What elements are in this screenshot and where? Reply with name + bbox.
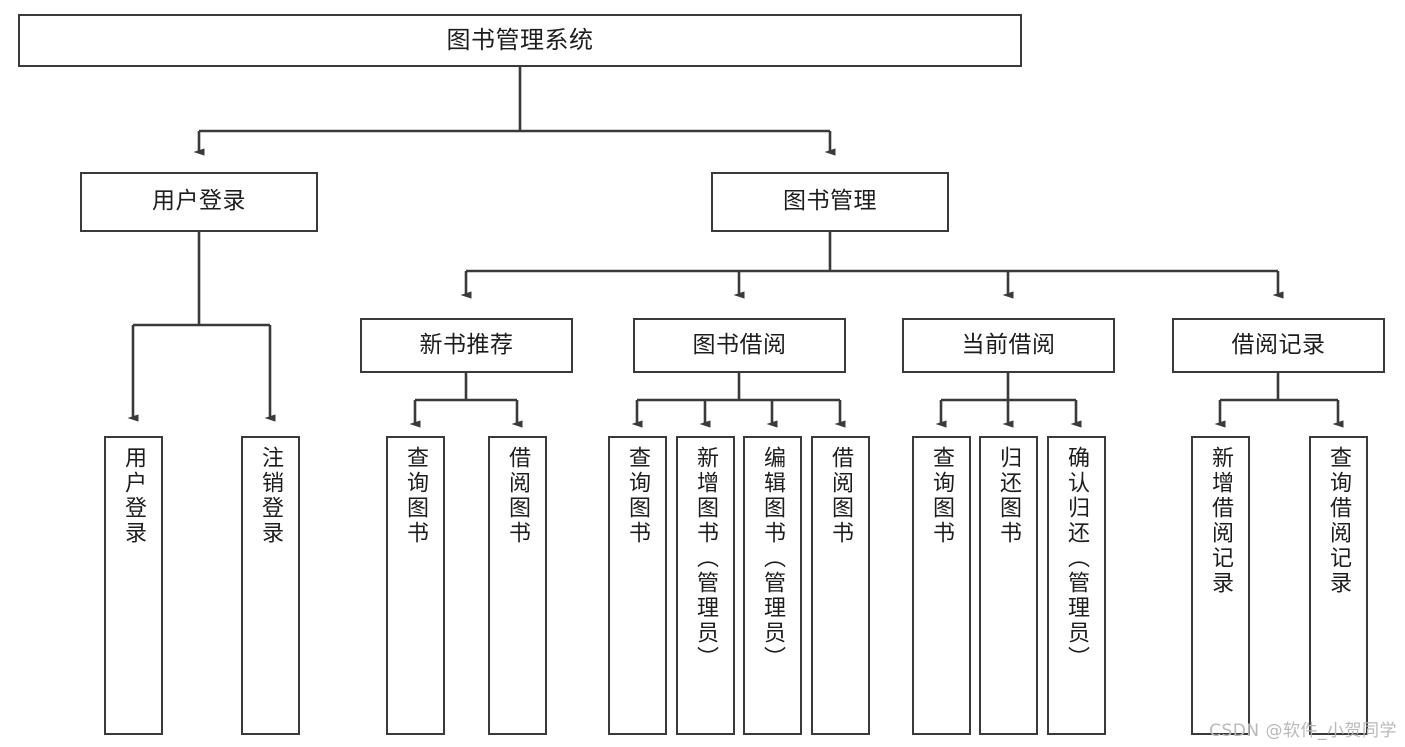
node-leaf-query-books-current[interactable]: 查询图书	[912, 436, 971, 735]
node-leaf-logout[interactable]: 注销登录	[241, 436, 300, 735]
node-label: 用户登录	[121, 446, 147, 546]
node-label: 查询图书	[929, 446, 955, 546]
node-label: 查询图书	[403, 446, 429, 546]
node-label: 确认归还（管理员）	[1064, 446, 1090, 671]
node-label: 新增借阅记录	[1208, 446, 1234, 596]
node-label: 当前借阅	[961, 331, 1056, 358]
node-leaf-user-login[interactable]: 用户登录	[104, 436, 163, 735]
node-label: 新书推荐	[419, 331, 514, 358]
node-leaf-borrow-books-newbook[interactable]: 借阅图书	[488, 436, 547, 735]
node-leaf-borrow-books[interactable]: 借阅图书	[811, 436, 870, 735]
node-label: 查询借阅记录	[1326, 446, 1352, 596]
node-book-management[interactable]: 图书管理	[711, 172, 949, 232]
watermark-text: CSDN @软件_小贺同学	[1209, 721, 1397, 741]
node-book-borrowing[interactable]: 图书借阅	[633, 318, 846, 373]
node-leaf-return-books[interactable]: 归还图书	[979, 436, 1038, 735]
node-leaf-query-books-newbook[interactable]: 查询图书	[386, 436, 445, 735]
node-label: 查询图书	[625, 446, 651, 546]
node-label: 借阅图书	[828, 446, 854, 546]
node-new-book-recommendation[interactable]: 新书推荐	[360, 318, 573, 373]
node-label: 注销登录	[258, 446, 284, 546]
node-leaf-query-books-borrow[interactable]: 查询图书	[608, 436, 667, 735]
node-label: 归还图书	[996, 446, 1022, 546]
node-user-login[interactable]: 用户登录	[80, 172, 318, 232]
node-label: 图书管理系统	[446, 26, 594, 55]
node-label: 图书借阅	[692, 331, 787, 358]
node-label: 编辑图书（管理员）	[760, 446, 786, 671]
node-leaf-add-book-admin[interactable]: 新增图书（管理员）	[676, 436, 735, 735]
node-leaf-edit-book-admin[interactable]: 编辑图书（管理员）	[743, 436, 802, 735]
node-leaf-confirm-return-admin[interactable]: 确认归还（管理员）	[1047, 436, 1106, 735]
node-root-book-management-system[interactable]: 图书管理系统	[18, 14, 1022, 67]
node-label: 借阅图书	[505, 446, 531, 546]
node-leaf-add-borrow-record[interactable]: 新增借阅记录	[1191, 436, 1250, 735]
node-leaf-query-borrow-record[interactable]: 查询借阅记录	[1309, 436, 1368, 735]
node-label: 借阅记录	[1231, 331, 1326, 358]
node-borrowing-records[interactable]: 借阅记录	[1172, 318, 1385, 373]
node-label: 用户登录	[152, 188, 246, 215]
node-current-borrowing[interactable]: 当前借阅	[902, 318, 1115, 373]
node-label: 新增图书（管理员）	[693, 446, 719, 671]
node-label: 图书管理	[783, 188, 877, 215]
